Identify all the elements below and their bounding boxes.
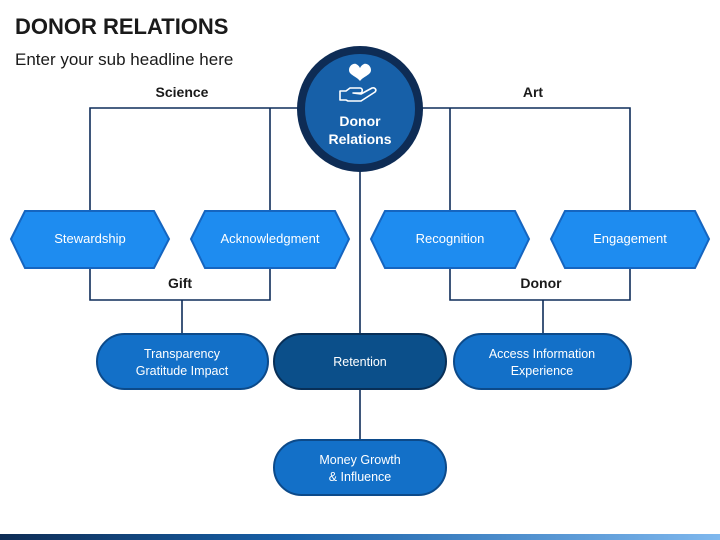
pill-access-line1: Access Information <box>489 347 595 361</box>
hexagon-label-stewardship: Stewardship <box>54 231 126 246</box>
pill-transparency-line2: Gratitude Impact <box>136 364 229 378</box>
group-label-donor: Donor <box>520 275 562 291</box>
connector-science-left <box>89 107 298 212</box>
hexagon-acknowledgment: Acknowledgment <box>189 210 351 269</box>
pill-retention-label: Retention <box>333 355 387 369</box>
center-label-line2: Relations <box>328 131 391 147</box>
pill-money-line1: Money Growth <box>319 453 400 467</box>
hexagon-stewardship: Stewardship <box>9 210 171 269</box>
center-node: Donor Relations <box>297 46 423 172</box>
pill-transparency: Transparency Gratitude Impact <box>96 333 269 390</box>
group-label-art: Art <box>523 84 544 100</box>
pill-access: Access Information Experience <box>453 333 632 390</box>
hexagon-label-engagement: Engagement <box>593 231 667 246</box>
page-title: DONOR RELATIONS <box>15 14 229 39</box>
group-label-science: Science <box>156 84 209 100</box>
pill-money: Money Growth & Influence <box>273 439 447 496</box>
connector-donor <box>449 268 631 301</box>
hexagon-recognition: Recognition <box>369 210 531 269</box>
pill-money-line2: & Influence <box>329 470 392 484</box>
connector-gift <box>89 268 271 301</box>
hexagon-label-acknowledgment: Acknowledgment <box>221 231 320 246</box>
hexagon-label-recognition: Recognition <box>416 231 485 246</box>
bottom-accent-bar <box>0 534 720 540</box>
group-label-gift: Gift <box>168 275 192 291</box>
page-subtitle: Enter your sub headline here <box>15 50 234 69</box>
hexagon-engagement: Engagement <box>549 210 711 269</box>
connector-lines <box>89 107 631 440</box>
heart-hand-icon <box>339 63 377 102</box>
connector-art-right <box>422 107 631 212</box>
pill-retention: Retention <box>273 333 447 390</box>
pill-access-line2: Experience <box>511 364 574 378</box>
pill-transparency-line1: Transparency <box>144 347 221 361</box>
center-label-line1: Donor <box>339 113 381 129</box>
